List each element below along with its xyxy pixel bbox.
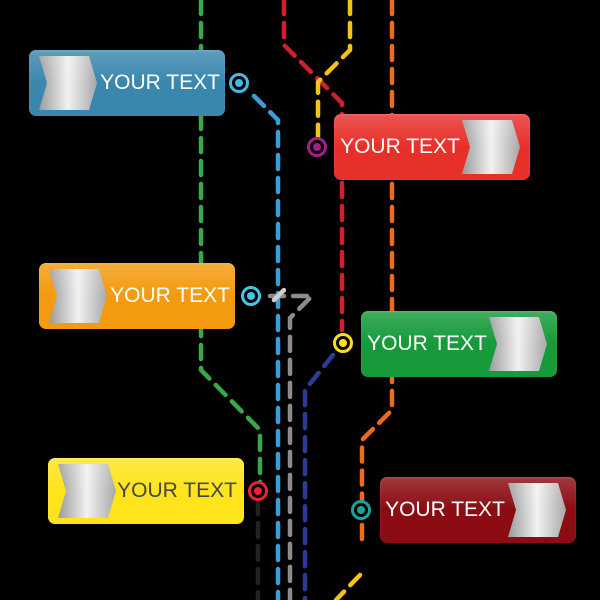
station-marker-icon[interactable]: [241, 286, 261, 306]
label-text: YOUR TEXT: [367, 332, 487, 355]
station-marker-icon[interactable]: [333, 333, 353, 353]
grey-line: [267, 293, 318, 600]
tab-chevron-icon: [39, 56, 97, 110]
label-text: YOUR TEXT: [385, 498, 505, 521]
yellow-line-bottom: [333, 572, 363, 600]
light-grey-line: [271, 285, 289, 303]
blue-line: [251, 93, 281, 600]
red-line: [281, 0, 345, 333]
label-text: YOUR TEXT: [340, 135, 460, 158]
tab-chevron-icon: [49, 269, 107, 323]
label-text: YOUR TEXT: [100, 71, 220, 94]
navy-line: [302, 352, 336, 600]
orange-line: [359, 0, 395, 508]
tab-chevron-icon: [58, 464, 116, 518]
label-red[interactable]: YOUR TEXT: [334, 114, 530, 180]
label-text: YOUR TEXT: [110, 284, 230, 307]
label-dark-red[interactable]: YOUR TEXT: [380, 477, 576, 543]
tab-chevron-icon: [462, 120, 520, 174]
station-marker-icon[interactable]: [229, 73, 249, 93]
green-line: [198, 0, 263, 493]
label-yellow[interactable]: YOUR TEXT: [48, 458, 244, 524]
label-orange[interactable]: YOUR TEXT: [39, 263, 235, 329]
label-green[interactable]: YOUR TEXT: [361, 311, 557, 377]
label-blue[interactable]: YOUR TEXT: [29, 50, 225, 116]
station-marker-icon[interactable]: [307, 137, 327, 157]
station-marker-icon[interactable]: [248, 481, 268, 501]
yellow-line: [315, 0, 353, 143]
label-text: YOUR TEXT: [117, 479, 237, 502]
station-marker-icon[interactable]: [351, 500, 371, 520]
tab-chevron-icon: [508, 483, 566, 537]
tab-chevron-icon: [489, 317, 547, 371]
